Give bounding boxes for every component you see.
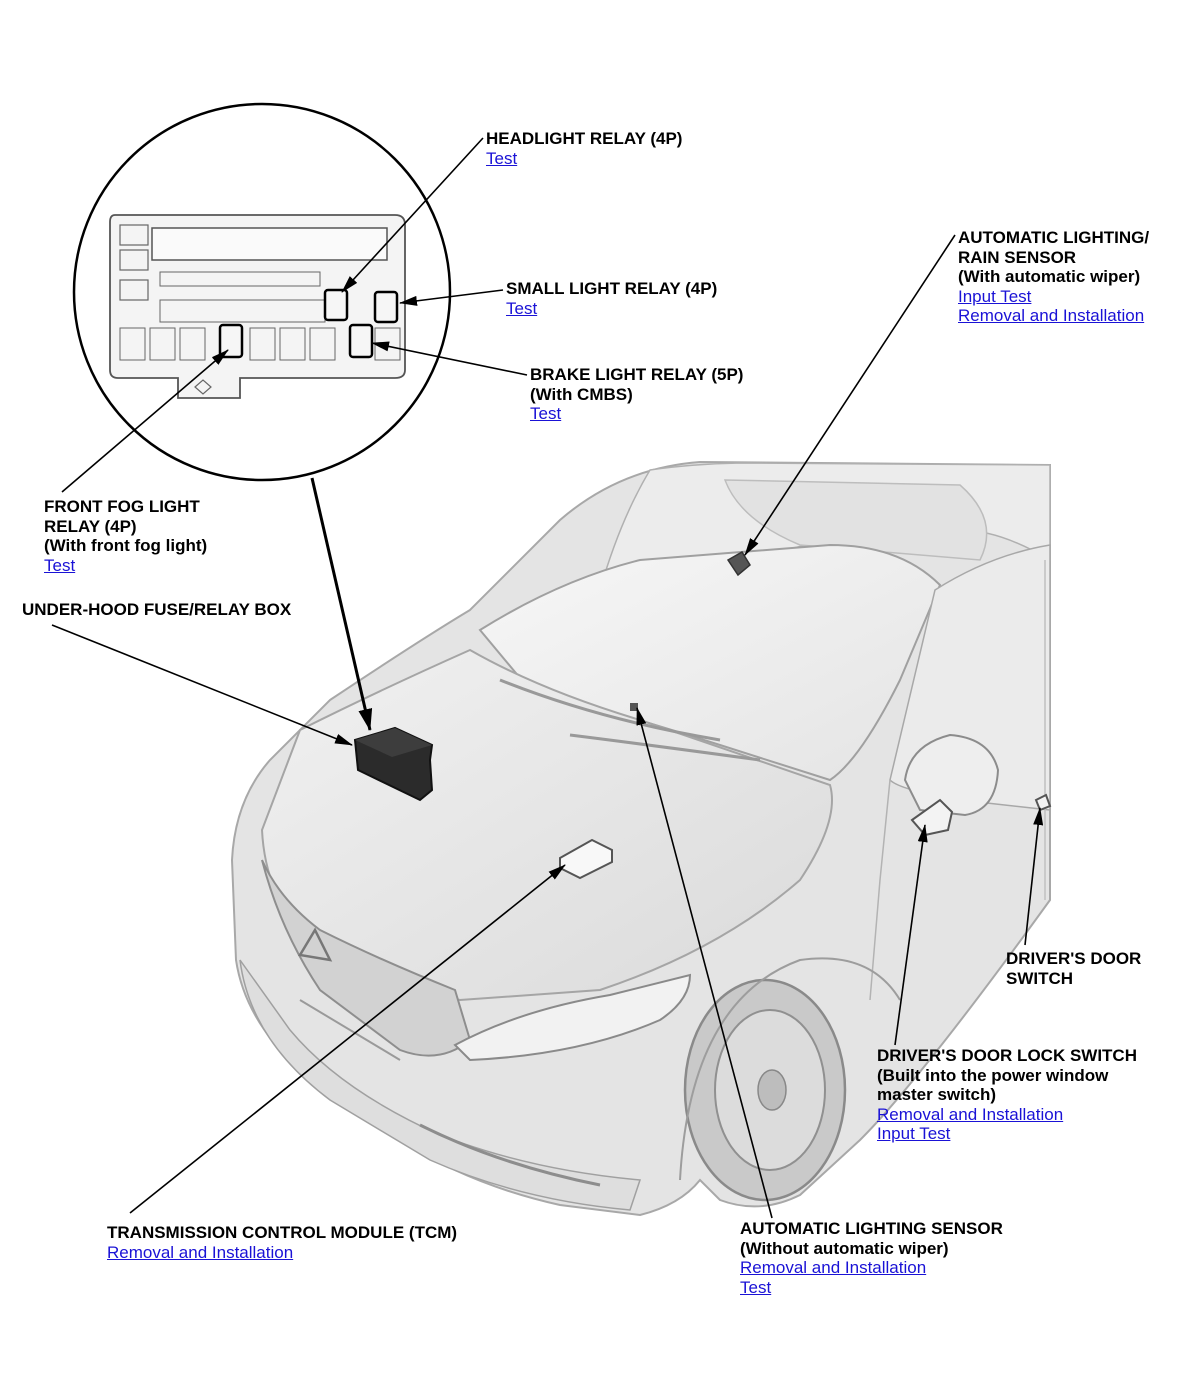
removal-installation-link[interactable]: Removal and Installation (958, 306, 1145, 325)
callout-title: HEADLIGHT RELAY (4P) (486, 129, 683, 148)
callout-tcm: TRANSMISSION CONTROL MODULE (TCM) Remova… (107, 1223, 457, 1262)
brake-light-relay-component (348, 323, 374, 359)
headlight-relay-component (323, 288, 349, 322)
callout-front-fog-light-relay: FRONT FOG LIGHT RELAY (4P) (With front f… (44, 497, 207, 575)
callout-headlight-relay: HEADLIGHT RELAY (4P) Test (486, 129, 682, 168)
callout-small-light-relay: SMALL LIGHT RELAY (4P) Test (506, 279, 717, 318)
test-link[interactable]: Test (530, 404, 562, 423)
callout-title: SMALL LIGHT RELAY (4P) (506, 279, 718, 298)
callout-drivers-door-switch: DRIVER'S DOOR SWITCH (1006, 949, 1141, 988)
callout-auto-lighting-rain-sensor: AUTOMATIC LIGHTING/ RAIN SENSOR (With au… (958, 228, 1149, 326)
callout-title: TRANSMISSION CONTROL MODULE (TCM) (107, 1223, 458, 1242)
door-switch-component (1034, 793, 1052, 812)
fog-light-relay-component (218, 323, 244, 359)
callout-drivers-door-lock-switch: DRIVER'S DOOR LOCK SWITCH (Built into th… (877, 1046, 1137, 1144)
auto-lighting-sensor-component (630, 703, 638, 711)
callout-title: UNDER-HOOD FUSE/RELAY BOX (22, 600, 292, 619)
leader-brake-light-relay (371, 341, 528, 376)
leader-door-lock-switch (894, 824, 928, 1046)
leader-small-light-relay (399, 289, 504, 306)
leader-auto-lighting-sensor (636, 707, 773, 1219)
leader-zoom-to-fuse-box (310, 477, 373, 731)
test-link[interactable]: Test (44, 555, 76, 575)
callout-under-hood-fuse-relay-box: UNDER-HOOD FUSE/RELAY BOX (22, 600, 291, 620)
callout-title: AUTOMATIC LIGHTING SENSOR (Without autom… (740, 1219, 1003, 1258)
callout-auto-lighting-sensor: AUTOMATIC LIGHTING SENSOR (Without autom… (740, 1219, 1003, 1297)
leader-lines (51, 137, 1044, 1219)
removal-installation-link[interactable]: Removal and Installation (877, 1104, 1064, 1124)
small-light-relay-component (373, 290, 399, 324)
test-link[interactable]: Test (506, 298, 538, 318)
leader-under-hood-fuse-box (51, 624, 353, 746)
test-link[interactable]: Test (740, 1277, 772, 1297)
removal-installation-link[interactable]: Removal and Installation (740, 1258, 927, 1277)
leader-tcm (129, 864, 566, 1214)
removal-installation-link[interactable]: Removal and Installation (107, 1242, 294, 1262)
callout-title: BRAKE LIGHT RELAY (5P) (With CMBS) (530, 365, 744, 404)
input-test-link[interactable]: Input Test (958, 286, 1032, 306)
leader-headlight-relay (341, 137, 484, 293)
under-hood-fuse-box-component (353, 726, 434, 802)
callout-title: AUTOMATIC LIGHTING/ RAIN SENSOR (With au… (958, 228, 1150, 286)
callout-title: FRONT FOG LIGHT RELAY (4P) (With front f… (44, 497, 208, 555)
vehicle-illustration (230, 460, 1051, 1217)
rain-sensor-component (726, 550, 751, 577)
test-link[interactable]: Test (486, 148, 518, 168)
relay-box-detail-circle (72, 102, 452, 482)
callout-title: DRIVER'S DOOR LOCK SWITCH (Built into th… (877, 1046, 1137, 1104)
callout-title: DRIVER'S DOOR SWITCH (1006, 949, 1142, 988)
leader-rain-sensor (744, 234, 956, 556)
leader-fog-light-relay (61, 349, 229, 493)
leader-door-switch (1024, 807, 1044, 946)
input-test-link[interactable]: Input Test (877, 1124, 951, 1143)
callout-brake-light-relay: BRAKE LIGHT RELAY (5P) (With CMBS) Test (530, 365, 743, 424)
